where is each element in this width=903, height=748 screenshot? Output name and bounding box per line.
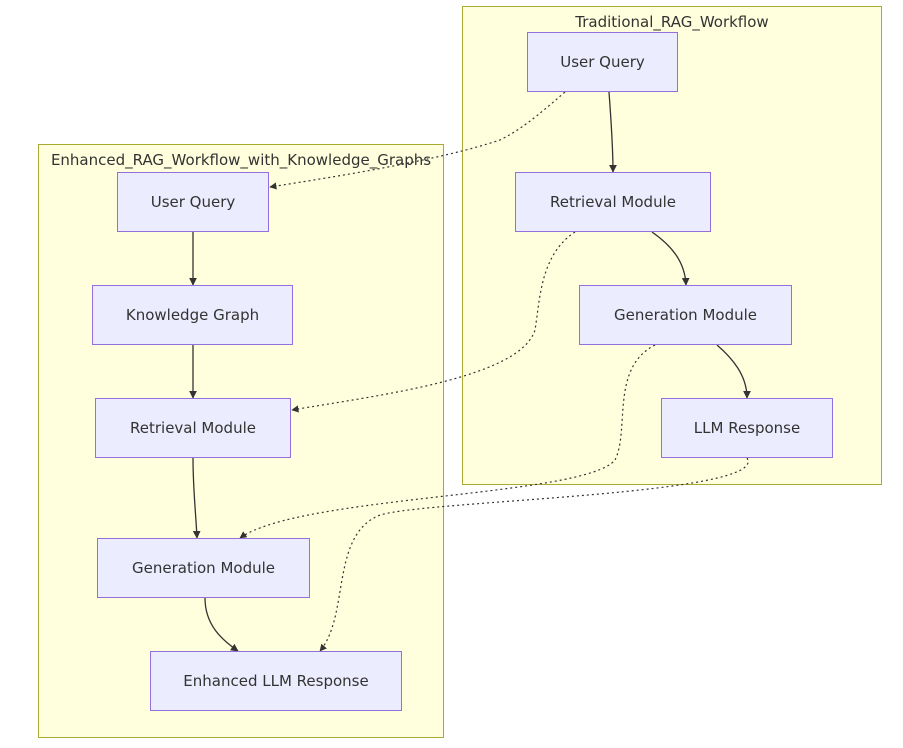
node-traditional-generation-module[interactable]: Generation Module bbox=[579, 285, 792, 345]
node-enhanced-generation-module[interactable]: Generation Module bbox=[97, 538, 310, 598]
node-traditional-retrieval-module[interactable]: Retrieval Module bbox=[515, 172, 711, 232]
node-enhanced-retrieval-module[interactable]: Retrieval Module bbox=[95, 398, 291, 458]
cluster-title: Enhanced_RAG_Workflow_with_Knowledge_Gra… bbox=[50, 151, 432, 169]
node-traditional-llm-response[interactable]: LLM Response bbox=[661, 398, 833, 458]
node-traditional-user-query[interactable]: User Query bbox=[527, 32, 678, 92]
node-enhanced-user-query[interactable]: User Query bbox=[117, 172, 269, 232]
node-enhanced-llm-response[interactable]: Enhanced LLM Response bbox=[150, 651, 402, 711]
node-enhanced-knowledge-graph[interactable]: Knowledge Graph bbox=[92, 285, 293, 345]
cluster-title: Traditional_RAG_Workflow bbox=[575, 13, 769, 31]
